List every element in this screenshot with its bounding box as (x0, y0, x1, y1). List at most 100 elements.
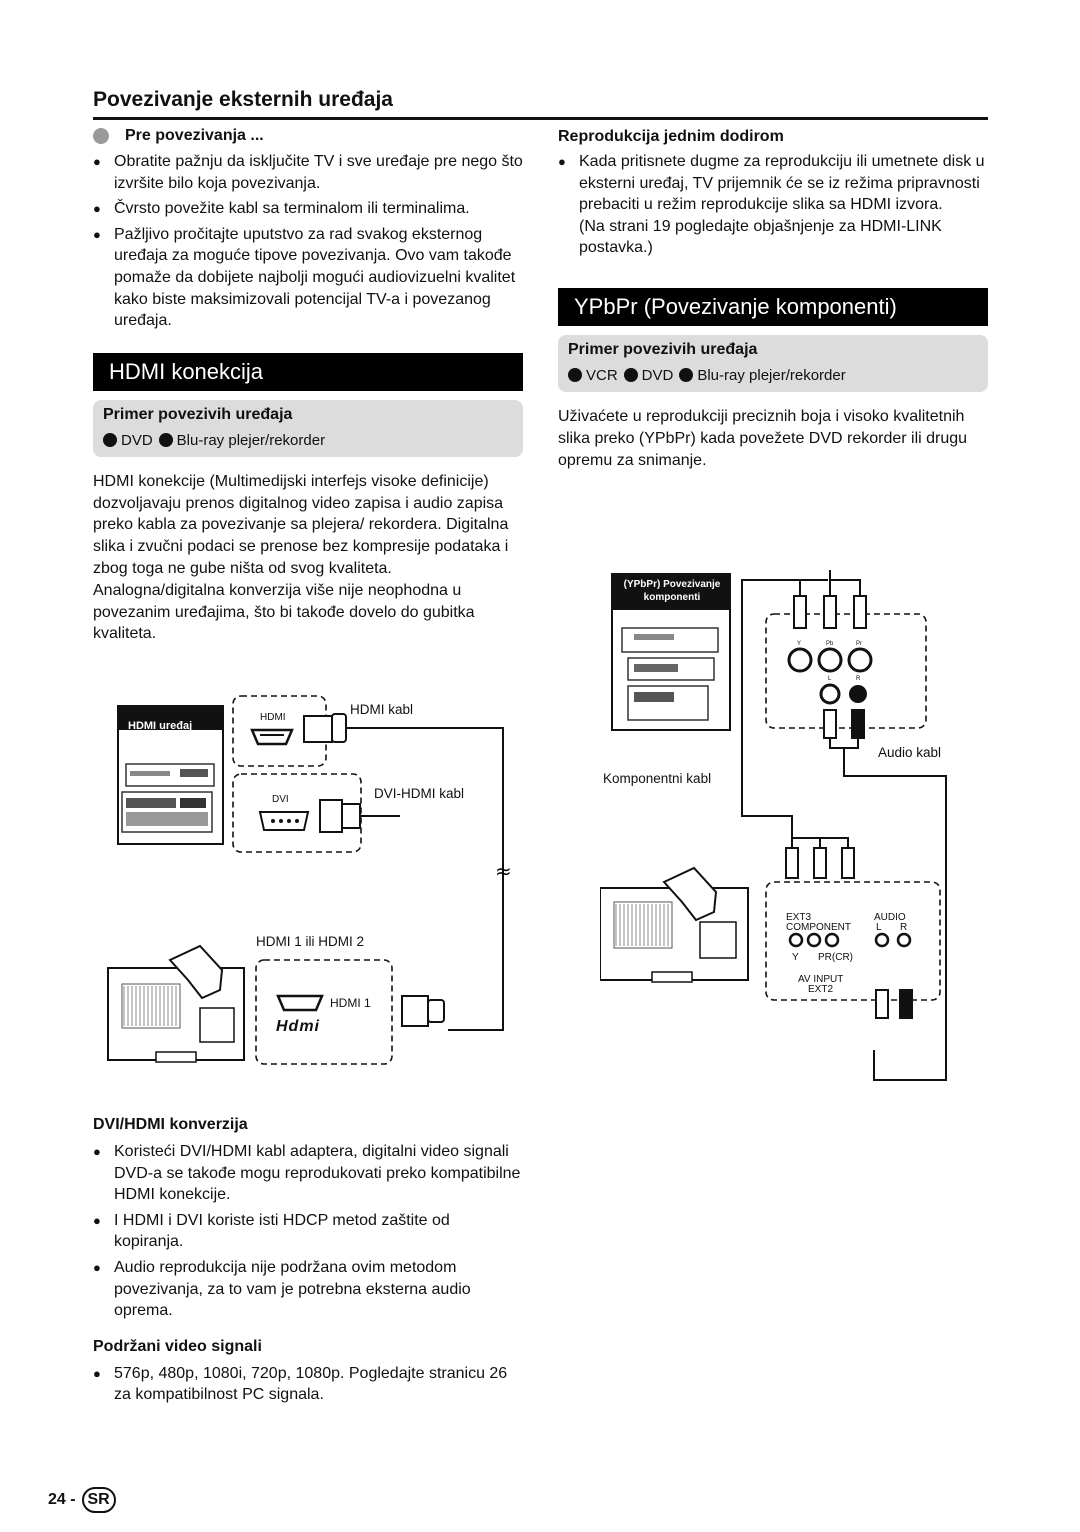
pre-connection-list: Obratite pažnju da isključite TV i sve u… (93, 151, 523, 332)
ypbpr-description: Uživaćete u reprodukciji preciznih boja … (558, 407, 968, 469)
tv-input-panel (765, 881, 941, 1001)
example-item: VCR (568, 367, 618, 384)
example-item-label: DVD (121, 431, 153, 449)
example-item-label: VCR (586, 366, 618, 384)
pr-jack-icon (847, 647, 873, 673)
hdmi-cable-line (346, 727, 504, 1031)
dot-icon (568, 368, 582, 383)
ypbpr-diagram-drawing (599, 570, 947, 1081)
page-footer: 24 - SR (48, 1487, 116, 1513)
component-cable-label: Komponentni kabl (603, 771, 712, 786)
pb-plug-icon (823, 595, 837, 629)
dvi-cable-label: DVI-HDMI kabl (374, 786, 465, 801)
audio-r-jack-icon (849, 685, 867, 703)
one-touch-text: Kada pritisnete dugme za reprodukciju il… (579, 153, 985, 214)
example-item: DVD (103, 432, 153, 449)
audio-r-plug-icon (851, 709, 865, 739)
left-column: Pre povezivanja ... Obratite pažnju da i… (93, 127, 523, 645)
pr-cr-label: PR(CR) (818, 952, 853, 963)
audio-cable-label: Audio kabl (878, 745, 942, 760)
dot-icon (623, 368, 638, 383)
left-lower-column: DVI/HDMI konverzija Koristeći DVI/HDMI k… (93, 1116, 523, 1406)
ypbpr-section-title: YPbPr (Povezivanje komponenti) (558, 287, 988, 326)
list-item: Čvrsto povežite kabl sa terminalom ili t… (93, 198, 523, 220)
hdmi-logo: Hdmi (276, 1018, 320, 1035)
page-number: 24 - (48, 1491, 76, 1508)
one-touch-list: Kada pritisnete dugme za reprodukciju il… (558, 151, 988, 259)
example-item: DVD (623, 366, 674, 384)
page-title: Povezivanje eksternih uređaja (93, 88, 393, 111)
r-label: R (856, 676, 861, 682)
example-title: Primer povezivih uređaja (103, 405, 293, 423)
pb-jack-icon (817, 647, 843, 673)
audio-l-jack-icon (819, 683, 841, 705)
hdmi-device-label: HDMI uređaj (128, 720, 193, 732)
pb-label: Pb (826, 641, 834, 647)
dvi-port-icon (258, 811, 310, 831)
ext3-label: EXT3 (786, 912, 812, 923)
hdmi1-port-icon (276, 994, 324, 1012)
list-item: 576p, 480p, 1080i, 720p, 1080p. Pogledaj… (93, 1363, 523, 1406)
one-touch-note: (Na strani 19 pogledajte objašnjenje za … (579, 217, 942, 257)
av-input-label: AV INPUT (798, 974, 844, 985)
example-item-label: Blu-ray plejer/rekorder (176, 431, 326, 449)
language-badge: SR (81, 1487, 116, 1513)
ypbpr-output-panel (765, 613, 927, 729)
pr-plug-icon (853, 595, 867, 629)
list-item: Kada pritisnete dugme za reprodukciju il… (558, 151, 988, 259)
hand-pointer-icon (168, 944, 224, 1000)
list-item: Pažljivo pročitajte uputstvo za rad svak… (93, 224, 523, 332)
hdmi-port-box (232, 695, 327, 767)
dvi-heading: DVI/HDMI konverzija (93, 1116, 248, 1133)
example-items: DVD Blu-ray plejer/rekorder (103, 432, 513, 449)
signals-heading: Podržani video signali (93, 1337, 262, 1355)
list-item: I HDMI i DVI koriste isti HDCP metod zaš… (93, 1210, 523, 1253)
recorder-icon (627, 685, 709, 721)
one-touch-heading: Reprodukcija jednim dodirom (558, 128, 784, 145)
hdmi-section-title: HDMI konekcija (93, 352, 523, 391)
dot-icon (158, 433, 173, 448)
list-item: Audio reprodukcija nije podržana ovim me… (93, 1257, 523, 1322)
audio-r-label: R (900, 922, 908, 933)
ext2-label: EXT2 (808, 984, 834, 995)
audio-l-plug-icon (823, 709, 837, 739)
pre-connection-heading: Pre povezivanja ... (93, 127, 523, 145)
circle-bullet-icon (93, 128, 109, 144)
audio-cable-line (829, 738, 947, 1081)
dot-icon (103, 433, 117, 448)
hdmi-plug-icon (303, 715, 333, 743)
hdmi-port-icon (250, 728, 294, 746)
ypbpr-connection-diagram: (YPbPr) Povezivanje komponenti Y Pb Pr L… (599, 570, 990, 1090)
dvi-plug-icon (319, 799, 343, 833)
hdmi1-port-box (255, 959, 393, 1065)
example-item-label: DVD (641, 366, 674, 384)
y-plug-icon (793, 595, 807, 629)
example-item: Blu-ray plejer/rekorder (158, 431, 326, 449)
example-items: VCR DVD Blu-ray plejer/rekorder (568, 367, 978, 384)
audio-label: AUDIO (874, 912, 906, 923)
tv-hdmi-ports-label: HDMI 1 ili HDMI 2 (256, 934, 365, 949)
hdmi-description: HDMI konekcije (Multimedijski interfejs … (93, 472, 509, 643)
hdmi-cable-label: HDMI kabl (350, 702, 414, 717)
y-input-label: Y (792, 952, 799, 963)
example-item-label: Blu-ray plejer/rekorder (697, 366, 846, 384)
hdmi-diagram-drawing: ≈ (107, 695, 512, 1065)
hdmi-port-label: HDMI (260, 712, 286, 723)
dvi-list: Koristeći DVI/HDMI kabl adaptera, digita… (93, 1141, 523, 1322)
hdmi1-label: HDMI 1 (330, 996, 371, 1010)
ypbpr-device-label: (YPbPr) Povezivanje komponenti (623, 579, 721, 603)
hdmi-device-header (118, 706, 223, 730)
svg-text:≈: ≈ (495, 859, 512, 883)
list-item: Koristeći DVI/HDMI kabl adaptera, digita… (93, 1141, 523, 1206)
hand-pointer-icon (662, 866, 718, 922)
l-label: L (828, 676, 832, 682)
hdmi-connection-diagram: ≈ HDMI uređaj HDMI HDMI kabl DVI DVI-HDM… (100, 690, 530, 1080)
list-item: Obratite pažnju da isključite TV i sve u… (93, 151, 523, 194)
pr-label: Pr (856, 641, 862, 647)
component-cable-line (741, 579, 814, 840)
signals-list: 576p, 480p, 1080i, 720p, 1080p. Pogledaj… (93, 1363, 523, 1406)
title-rule (93, 117, 988, 120)
audio-l-label: L (876, 922, 882, 933)
dot-icon (679, 368, 694, 383)
example-item: Blu-ray plejer/rekorder (679, 366, 846, 384)
